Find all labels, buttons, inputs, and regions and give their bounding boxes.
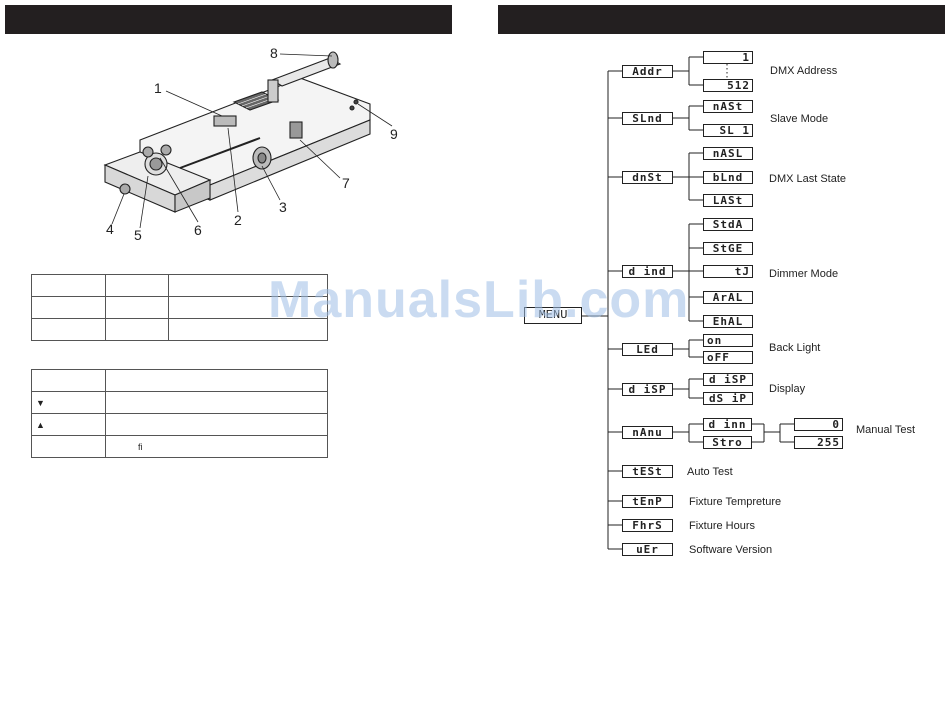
display-inverted: dS iP xyxy=(703,392,753,405)
callout-9: 9 xyxy=(390,126,398,142)
addr-value-1: 1 xyxy=(703,51,753,64)
slave-mode-master: nASt xyxy=(703,100,753,113)
slave-mode-sl1: SL 1 xyxy=(703,124,753,137)
backlight-on: on xyxy=(703,334,753,347)
menu-item-tenp: tEnP xyxy=(622,495,673,508)
menu-item-disp: d iSP xyxy=(622,383,673,396)
label-back-light: Back Light xyxy=(769,342,821,354)
label-slave-mode: Slave Mode xyxy=(770,113,829,125)
callout-4: 4 xyxy=(106,221,114,237)
dimmer-aral: ArAL xyxy=(703,291,753,304)
fi-glyph: fi xyxy=(138,441,143,452)
parts-table xyxy=(31,274,328,341)
menu-item-dind: d ind xyxy=(622,265,673,278)
callout-3: 3 xyxy=(279,199,287,215)
label-dimmer-mode: Dimmer Mode xyxy=(769,268,839,280)
dimmer-stge: StGE xyxy=(703,242,753,255)
backlight-off: oFF xyxy=(703,351,753,364)
label-dmx-last-state: DMX Last State xyxy=(769,173,847,185)
table-row: fi xyxy=(31,435,328,458)
table-row: ▲ xyxy=(31,413,328,436)
dimmer-stda: StdA xyxy=(703,218,753,231)
label-fixture-hours: Fixture Hours xyxy=(689,520,756,532)
menu-item-nanu: nAnu xyxy=(622,426,673,439)
dmx-last-last: LASt xyxy=(703,194,753,207)
dimmer-ehal: EhAL xyxy=(703,315,753,328)
menu-item-uer: uEr xyxy=(622,543,673,556)
menu-item-fhrs: FhrS xyxy=(622,519,673,532)
label-manual-test: Manual Test xyxy=(856,424,916,436)
label-fixture-temperature: Fixture Tempreture xyxy=(689,496,782,508)
right-header-bar xyxy=(498,5,945,34)
label-software-version: Software Version xyxy=(689,544,773,556)
dmx-last-nasl: nASL xyxy=(703,147,753,160)
menu-item-addr: Addr xyxy=(622,65,673,78)
dmx-last-blnd: bLnd xyxy=(703,171,753,184)
display-normal: d iSP xyxy=(703,373,753,386)
manual-strobe: Stro xyxy=(703,436,752,449)
menu-root-box: MENU xyxy=(524,307,582,324)
label-auto-test: Auto Test xyxy=(687,466,733,478)
callout-5: 5 xyxy=(134,227,142,243)
label-dmx-address: DMX Address xyxy=(770,65,838,77)
callout-1: 1 xyxy=(154,80,162,96)
callout-6: 6 xyxy=(194,222,202,238)
menu-item-led: LEd xyxy=(622,343,673,356)
menu-item-test: tESt xyxy=(622,465,673,478)
manual-value-255: 255 xyxy=(794,436,843,449)
dimmer-tj: tJ xyxy=(703,265,753,278)
button-table: ▼ ▲ fi xyxy=(31,369,328,458)
label-display: Display xyxy=(769,383,806,395)
callout-8: 8 xyxy=(270,45,278,61)
table-row xyxy=(31,274,328,297)
menu-item-slnd: SLnd xyxy=(622,112,673,125)
callout-2: 2 xyxy=(234,212,242,228)
table-row xyxy=(31,369,328,392)
table-row xyxy=(31,318,328,341)
menu-item-dnst: dnSt xyxy=(622,171,673,184)
left-header-bar xyxy=(5,5,452,34)
addr-value-512: 512 xyxy=(703,79,753,92)
manual-dimmer: d inn xyxy=(703,418,752,431)
callout-7: 7 xyxy=(342,175,350,191)
watermark-text: ManualsLib.com xyxy=(268,271,690,329)
manual-value-0: 0 xyxy=(794,418,843,431)
